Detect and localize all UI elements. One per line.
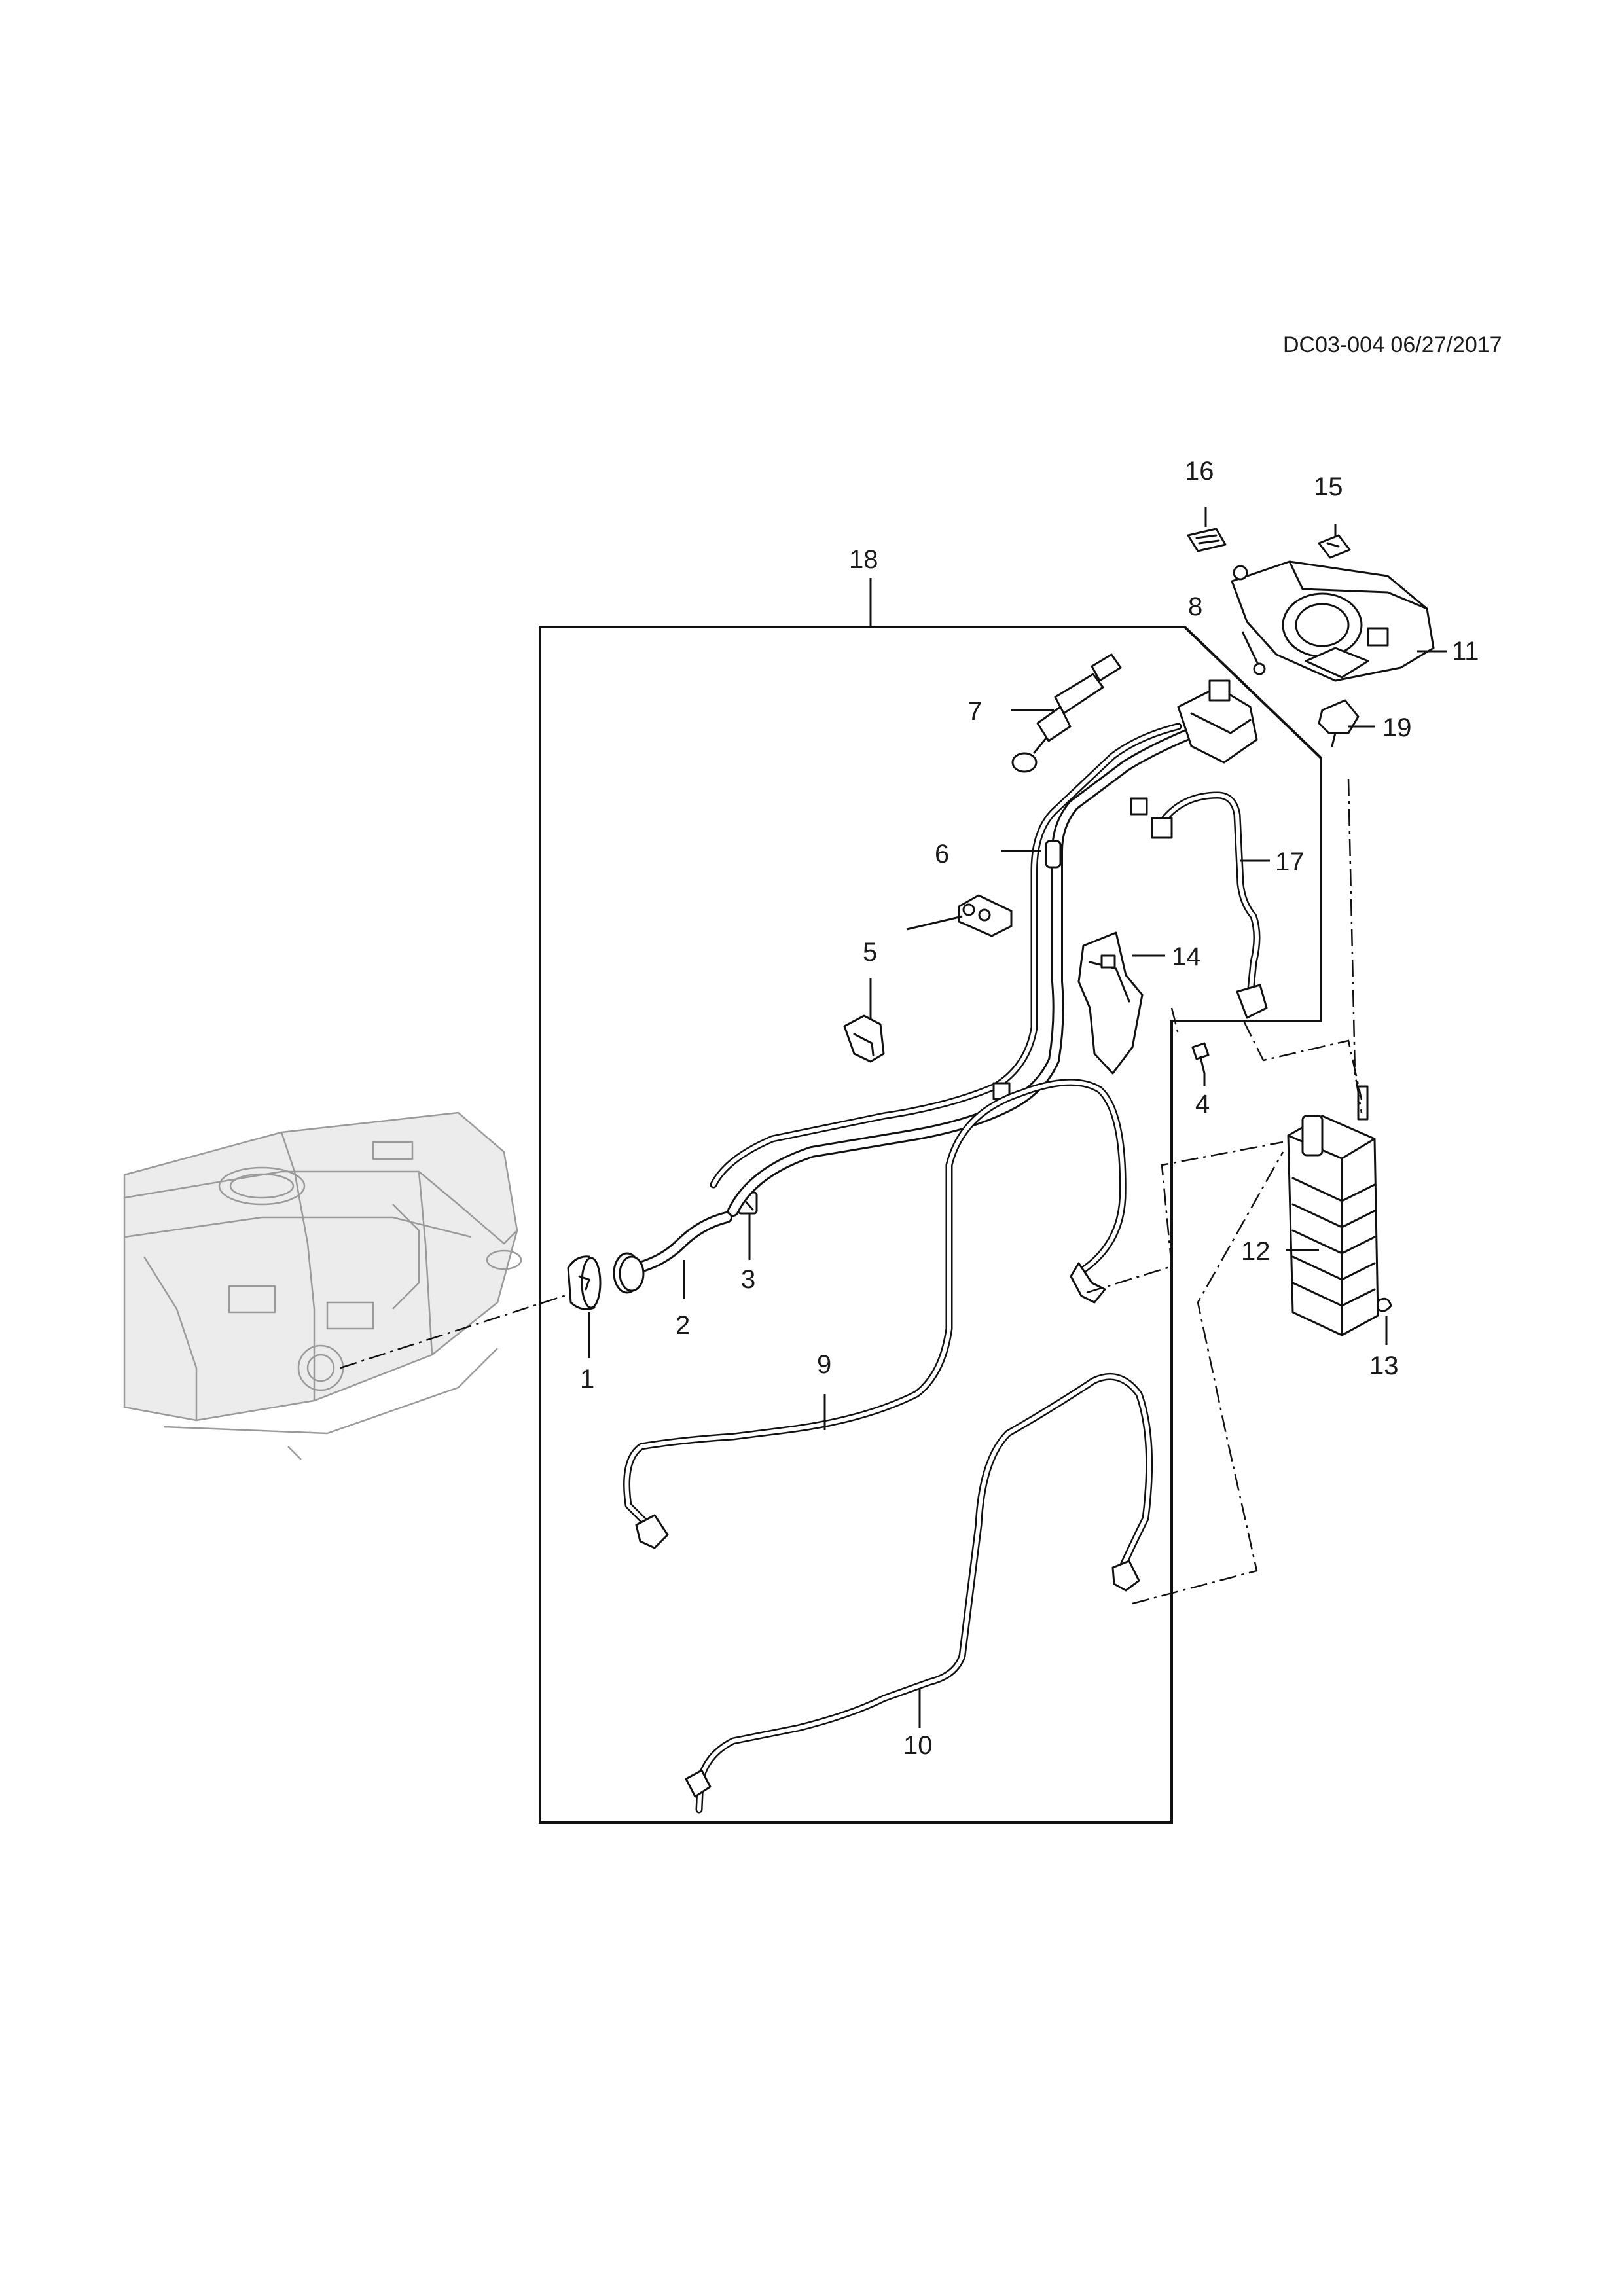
callout-7: 7 bbox=[967, 697, 982, 726]
assembly-frame bbox=[539, 626, 1322, 1824]
callout-14: 14 bbox=[1172, 942, 1201, 971]
callout-17: 17 bbox=[1275, 848, 1305, 876]
callout-18: 18 bbox=[849, 545, 878, 574]
part-14-shield bbox=[1077, 931, 1144, 1075]
part-19-actuator bbox=[1318, 699, 1360, 747]
callout-12: 12 bbox=[1241, 1237, 1271, 1266]
callout-8: 8 bbox=[1188, 592, 1202, 621]
callout-10: 10 bbox=[903, 1731, 933, 1760]
fuel-tank-context bbox=[123, 1111, 522, 1460]
callout-11: 11 bbox=[1452, 637, 1479, 666]
callout-9: 9 bbox=[817, 1350, 831, 1379]
part-4-bolt bbox=[1191, 1042, 1210, 1075]
callout-16: 16 bbox=[1185, 457, 1214, 486]
callout-3: 3 bbox=[741, 1265, 755, 1294]
part-6-filler-pipe bbox=[710, 679, 1258, 1217]
part-9-fuel-line bbox=[623, 1079, 1127, 1549]
part-13-clip bbox=[1377, 1297, 1392, 1312]
part-7-valve bbox=[1011, 653, 1122, 773]
callout-13: 13 bbox=[1369, 1352, 1399, 1380]
part-15-label bbox=[1318, 534, 1351, 559]
callout-15: 15 bbox=[1314, 473, 1343, 501]
installation-lines bbox=[340, 778, 1363, 1605]
part-5-clips bbox=[843, 894, 1013, 1063]
part-1-grommet bbox=[567, 1255, 602, 1310]
leader-lines bbox=[588, 507, 1447, 1728]
callout-19: 19 bbox=[1382, 713, 1412, 742]
callout-1: 1 bbox=[580, 1365, 594, 1393]
part-16-label bbox=[1187, 528, 1227, 552]
part-2-filler-hose bbox=[613, 1211, 732, 1294]
part-17-vent-line bbox=[1151, 791, 1268, 1019]
callout-2: 2 bbox=[676, 1311, 690, 1340]
document-code: DC03-004 06/27/2017 bbox=[1283, 332, 1502, 357]
part-12-canister bbox=[1287, 1085, 1379, 1336]
part-8-screw bbox=[1253, 662, 1266, 675]
callout-4: 4 bbox=[1195, 1090, 1210, 1119]
part-11-filler-housing bbox=[1231, 560, 1435, 682]
callout-6: 6 bbox=[935, 840, 949, 869]
callout-numbers: 1 2 3 4 5 6 7 8 9 10 11 12 13 14 15 16 1… bbox=[580, 457, 1479, 1760]
part-10-fuel-line bbox=[685, 1372, 1153, 1814]
callout-5: 5 bbox=[863, 938, 877, 967]
